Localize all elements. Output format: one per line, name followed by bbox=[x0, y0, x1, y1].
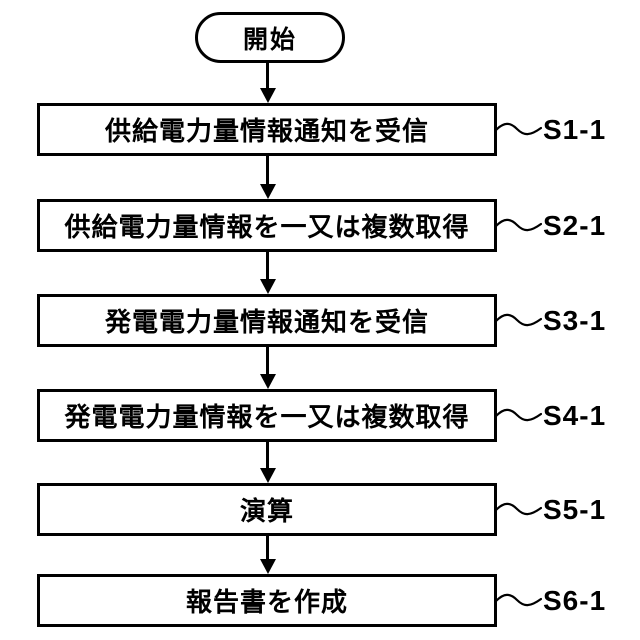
flow-line bbox=[266, 535, 269, 561]
process-box-text: 発電電力量情報を一又は複数取得 bbox=[64, 402, 470, 432]
flow-line bbox=[266, 156, 269, 186]
step-ref-label: S2-1 bbox=[543, 210, 607, 241]
process-box: 報告書を作成 bbox=[37, 574, 497, 627]
process-box: 演算 bbox=[37, 483, 497, 536]
step-ref-label: S3-1 bbox=[543, 305, 607, 336]
flow-line bbox=[266, 346, 269, 376]
tilde-wave-icon bbox=[496, 502, 542, 516]
step-ref-label: S6-1 bbox=[543, 585, 607, 616]
process-box: 供給電力量情報通知を受信 bbox=[37, 103, 497, 156]
start-terminal: 開始 bbox=[195, 12, 345, 63]
step-ref-label: S4-1 bbox=[543, 400, 607, 431]
flow-line bbox=[266, 251, 269, 281]
process-box: 発電電力量情報通知を受信 bbox=[37, 294, 497, 347]
tilde-wave-icon bbox=[496, 122, 542, 136]
tilde-wave-icon bbox=[496, 218, 542, 232]
down-arrow-icon bbox=[260, 279, 276, 294]
down-arrow-icon bbox=[260, 374, 276, 389]
step-ref-label: S1-1 bbox=[543, 114, 607, 145]
down-arrow-icon bbox=[260, 184, 276, 199]
process-box-text: 供給電力量情報通知を受信 bbox=[104, 116, 429, 146]
tilde-wave-icon bbox=[496, 408, 542, 422]
process-box-text: 発電電力量情報通知を受信 bbox=[104, 307, 429, 337]
down-arrow-icon bbox=[260, 468, 276, 483]
step-ref-label: S5-1 bbox=[543, 494, 607, 525]
process-box: 供給電力量情報を一又は複数取得 bbox=[37, 199, 497, 252]
down-arrow-icon bbox=[260, 88, 276, 103]
process-box-text: 演算 bbox=[239, 496, 294, 526]
flow-line bbox=[266, 63, 269, 90]
process-box-text: 供給電力量情報を一又は複数取得 bbox=[64, 212, 470, 242]
start-terminal-label: 開始 bbox=[242, 25, 297, 54]
process-box-text: 報告書を作成 bbox=[185, 587, 348, 617]
tilde-wave-icon bbox=[496, 593, 542, 607]
tilde-wave-icon bbox=[496, 313, 542, 327]
down-arrow-icon bbox=[260, 559, 276, 574]
process-box: 発電電力量情報を一又は複数取得 bbox=[37, 389, 497, 442]
flow-line bbox=[266, 441, 269, 470]
